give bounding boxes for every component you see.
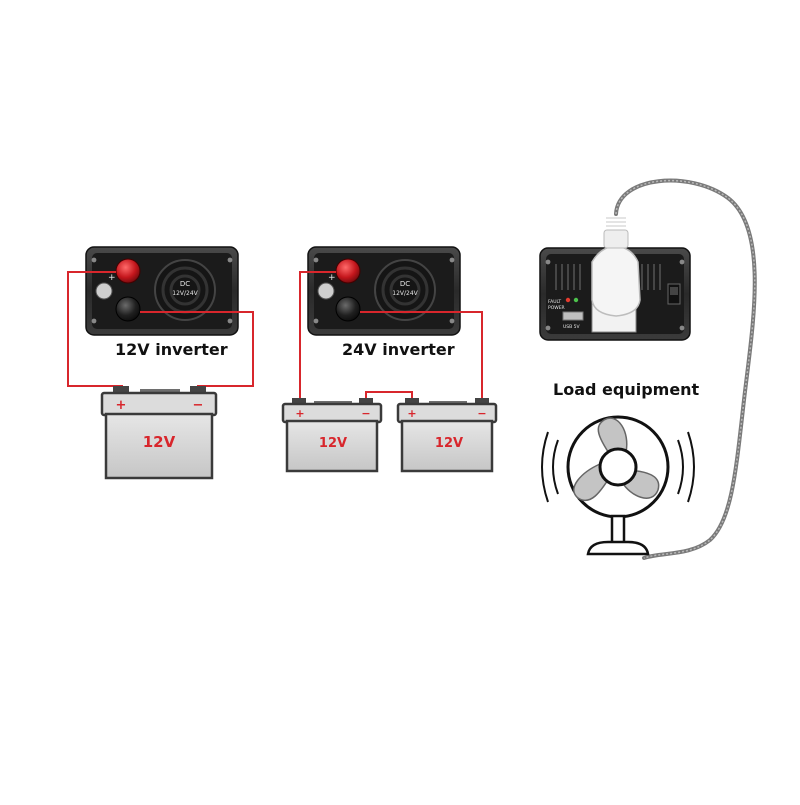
battery-terminal-icon	[475, 398, 489, 405]
screw-icon	[91, 318, 97, 324]
battery-plus-sign: +	[407, 407, 416, 420]
battery-terminal-icon	[359, 398, 373, 405]
screw-icon	[449, 318, 455, 324]
negative-terminal-icon	[335, 296, 361, 322]
fan-hub-icon	[598, 447, 638, 487]
fan-stand-icon	[610, 514, 626, 546]
battery-minus-sign: −	[361, 407, 370, 420]
plug-icon	[591, 245, 641, 317]
positive-terminal-icon	[115, 258, 141, 284]
dc-label: DC	[180, 280, 190, 288]
fault-led-icon	[565, 297, 571, 303]
power-label: POWER	[548, 305, 565, 311]
screw-icon	[227, 318, 233, 324]
battery-plus-sign: +	[295, 407, 304, 420]
battery-terminal-icon	[113, 386, 129, 394]
fan-base-icon	[586, 540, 650, 556]
screw-icon	[449, 257, 455, 263]
label-12v-inverter: 12V inverter	[115, 340, 228, 359]
inverter-12v: + DC 12V/24V	[85, 246, 239, 336]
screw-icon	[313, 318, 319, 324]
power-cable-icon	[614, 178, 757, 560]
screw-icon	[91, 257, 97, 263]
battery-voltage-label: 12V	[435, 436, 463, 451]
wire-24v-positive	[299, 271, 336, 398]
battery-body	[285, 419, 379, 473]
fan-icon	[566, 415, 670, 556]
wire-series-link	[365, 391, 413, 398]
battery-terminal-icon	[405, 398, 419, 405]
screw-icon	[313, 257, 319, 263]
battery-minus-sign: −	[193, 398, 204, 413]
battery-body	[104, 412, 214, 480]
screw-icon	[545, 325, 551, 331]
dc-voltage-label: 12V/24V	[392, 290, 418, 297]
terminal-plus-label: +	[328, 273, 336, 283]
terminal-plus-label: +	[108, 273, 116, 283]
screw-icon	[545, 259, 551, 265]
wire-24v-negative	[360, 311, 483, 398]
label-24v-inverter: 24V inverter	[342, 340, 455, 359]
battery-24v-b: + − 12V	[396, 398, 498, 473]
battery-12v: + − 12V	[100, 386, 218, 480]
switch-rocker-icon	[670, 287, 678, 295]
dc-voltage-label: 12V/24V	[172, 290, 198, 297]
power-led-icon	[573, 297, 579, 303]
screw-icon	[679, 325, 685, 331]
battery-plus-sign: +	[116, 398, 127, 413]
battery-minus-sign: −	[477, 407, 486, 420]
battery-voltage-label: 12V	[143, 433, 176, 451]
positive-terminal-icon	[335, 258, 361, 284]
power-cable-texture	[615, 179, 756, 559]
dc-label: DC	[400, 280, 410, 288]
inverter-output-side: FAULT POWER USB 5V	[539, 217, 691, 341]
usb-port-icon[interactable]	[562, 311, 584, 321]
inverter-24v: + DC 12V/24V	[307, 246, 461, 336]
fuse-icon	[317, 282, 335, 300]
screw-icon	[227, 257, 233, 263]
battery-body	[400, 419, 494, 473]
usb-label: USB 5V	[563, 324, 581, 330]
fault-label: FAULT	[548, 299, 561, 305]
negative-terminal-icon	[115, 296, 141, 322]
fuse-icon	[95, 282, 113, 300]
plug-grip-icon	[606, 217, 626, 227]
battery-terminal-icon	[292, 398, 306, 405]
battery-voltage-label: 12V	[319, 436, 347, 451]
plug-strain-relief-icon	[603, 229, 629, 249]
screw-icon	[679, 259, 685, 265]
battery-terminal-icon	[190, 386, 206, 394]
vibration-lines-icon	[541, 431, 695, 503]
label-load-equipment: Load equipment	[553, 380, 700, 399]
battery-24v-a: + − 12V	[281, 398, 383, 473]
cooling-fan-icon	[374, 259, 436, 321]
